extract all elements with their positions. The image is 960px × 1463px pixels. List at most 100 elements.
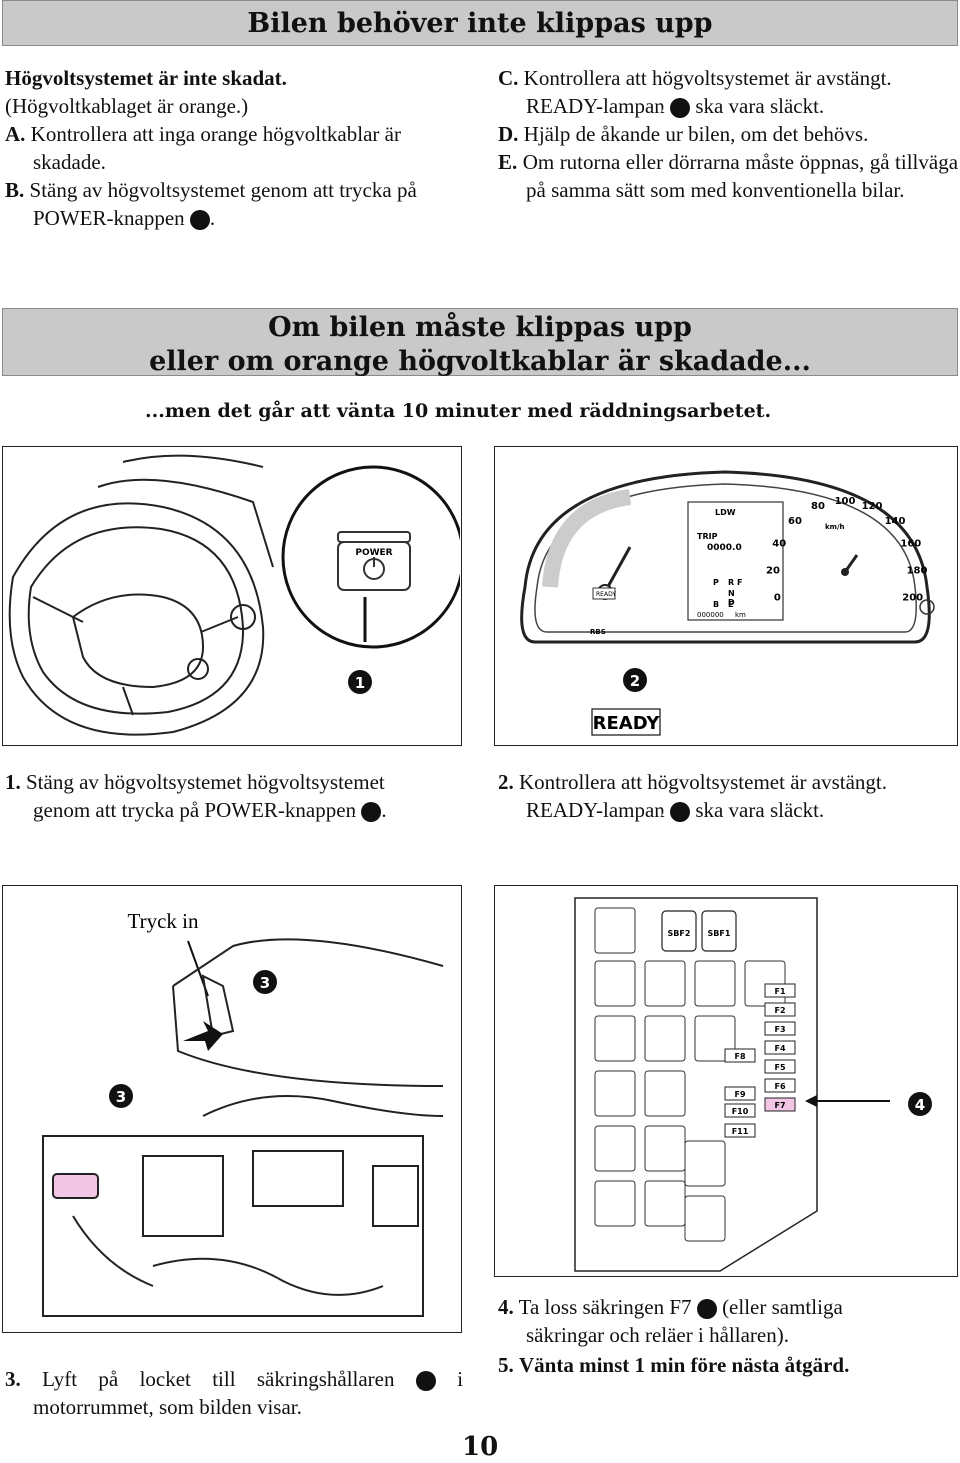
power-label: POWER	[355, 548, 392, 558]
header-banner: Bilen behöver inte klippas upp	[2, 0, 958, 46]
rbs-label: RBS	[590, 628, 606, 636]
fuse-F2[interactable]	[764, 1002, 796, 1017]
fuse-F10[interactable]	[724, 1103, 756, 1118]
step-3: 3. Lyft på locket till säkringshållaren …	[5, 1365, 463, 1421]
empty-slot	[644, 1070, 686, 1117]
step-2-num: 2.	[498, 770, 514, 794]
empty-slot	[594, 960, 636, 1007]
ready-mini: READY	[596, 591, 616, 598]
dist-unit: km	[735, 611, 746, 619]
tryck-in-label: Tryck in	[128, 909, 199, 933]
step-4-num: 4.	[498, 1295, 514, 1319]
power-button-icon	[337, 531, 411, 591]
step-4-text3: säkringar och reläer i hållaren).	[526, 1323, 789, 1347]
item-a: A. Kontrollera att inga orange högvoltka…	[5, 120, 465, 176]
item-c-text2: READY-lampan	[526, 94, 665, 118]
fuse-F9[interactable]	[724, 1086, 756, 1101]
callout-2-icon: 2	[661, 802, 691, 822]
speed-tick: 20	[766, 566, 780, 577]
step-3-text1: Lyft på locket till säkringshållaren	[42, 1367, 395, 1391]
fuse-F7[interactable]	[764, 1097, 796, 1112]
empty-slot	[594, 1015, 636, 1062]
step-5-num: 5.	[498, 1353, 514, 1377]
speed-tick: 140	[885, 516, 906, 527]
engine-bay-illustration: Tryck in 3 3	[42, 909, 444, 1317]
fuse-label: F4	[774, 1044, 785, 1053]
empty-slot	[684, 1195, 726, 1242]
item-d-text: Hjälp de åkande ur bilen, om det behövs.	[523, 122, 869, 146]
figure-engine-bay: Tryck in 3 3	[2, 885, 462, 1333]
empty-slot	[594, 1180, 636, 1227]
item-c-text3: ska vara släckt.	[695, 94, 825, 118]
empty-slot	[644, 1125, 686, 1172]
speed-tick: 120	[862, 501, 883, 512]
callout-1-icon: 1	[181, 210, 210, 230]
empty-slot	[684, 1140, 726, 1187]
speed-tick: 180	[907, 566, 928, 577]
step-2-text1: Kontrollera att högvoltsystemet är avstä…	[519, 770, 887, 794]
callout-4-figure: 4	[915, 1096, 925, 1114]
fuse-F11[interactable]	[724, 1123, 756, 1138]
fuse-F3[interactable]	[764, 1021, 796, 1036]
step-3-text3: motorrummet, som bilden visar.	[33, 1395, 302, 1419]
ready-lamp: READY	[593, 713, 661, 734]
figure-power-button: POWER 1	[2, 446, 465, 746]
fuse-label: F7	[774, 1101, 785, 1110]
gear-P: P	[713, 578, 719, 587]
step-3-num: 3.	[5, 1367, 21, 1391]
callout-3a-figure: 3	[260, 974, 270, 992]
page-number: 10	[462, 1432, 499, 1462]
fuse-F8[interactable]	[724, 1048, 756, 1063]
callout-4-icon: 4	[688, 1299, 717, 1319]
fuse-label: F8	[734, 1052, 745, 1061]
gear-E: E	[728, 600, 733, 609]
callout-1-icon: 1	[352, 802, 382, 822]
ldw-label: LDW	[715, 508, 736, 517]
trip-label: TRIP	[697, 532, 718, 541]
item-a-text: Kontrollera att inga orange högvoltkabla…	[30, 122, 401, 174]
page-title: Bilen behöver inte klippas upp	[247, 8, 713, 39]
fuse-F5[interactable]	[764, 1059, 796, 1074]
fuse-label: F10	[732, 1107, 749, 1116]
gear-R: R	[728, 578, 734, 587]
item-d-letter: D.	[498, 122, 519, 146]
fuse-F6[interactable]	[764, 1078, 796, 1093]
item-b-text: Stäng av högvoltsystemet genom att tryck…	[29, 178, 417, 230]
section-title-line1: Om bilen måste klippas upp	[268, 312, 692, 343]
step-4-text1: Ta loss säkringen F7	[518, 1295, 692, 1319]
odo-value: 000000	[697, 611, 724, 619]
empty-slot	[644, 1015, 686, 1062]
step-1: 1. Stäng av högvoltsystemet högvoltsyste…	[5, 768, 470, 824]
relay-label: SBF2	[668, 929, 691, 938]
item-c-text1: Kontrollera att högvoltsystemet är avstä…	[523, 66, 892, 90]
fuse-F4[interactable]	[764, 1040, 796, 1055]
callout-2-figure: 2	[630, 672, 640, 690]
empty-slot	[644, 1180, 686, 1227]
speed-tick: 80	[811, 501, 825, 512]
empty-slot	[594, 1125, 636, 1172]
step-2: 2. Kontrollera att högvoltsystemet är av…	[498, 768, 958, 824]
fuse-F1[interactable]	[764, 983, 796, 998]
right-column: C. Kontrollera att högvoltsystemet är av…	[498, 64, 958, 204]
step-1-text2: genom att trycka på POWER-knappen	[33, 798, 357, 822]
speed-tick: 60	[788, 516, 802, 527]
step-1-text1: Stäng av högvoltsystemet högvoltsystemet	[26, 770, 385, 794]
gear-B: B	[713, 600, 719, 609]
item-b-end: .	[209, 206, 216, 230]
empty-slot	[594, 1070, 636, 1117]
trip-value: 0000.0	[707, 543, 742, 553]
item-a-letter: A.	[5, 122, 26, 146]
fuse-label: F1	[774, 987, 785, 996]
relay-label: SBF1	[708, 929, 731, 938]
speed-tick: 200	[902, 593, 923, 604]
relay-SBF1	[701, 910, 737, 952]
step-4-text2: (eller samtliga	[722, 1295, 843, 1319]
item-b: B. Stäng av högvoltsystemet genom att tr…	[5, 176, 465, 232]
fuse-box-highlight	[52, 1173, 99, 1199]
item-e: E. Om rutorna eller dörrarna måste öppna…	[498, 148, 958, 204]
speed-unit: km/h	[825, 523, 845, 531]
left-title: Högvoltsystemet är inte skadat.	[5, 66, 287, 90]
speed-tick: 160	[900, 539, 921, 550]
